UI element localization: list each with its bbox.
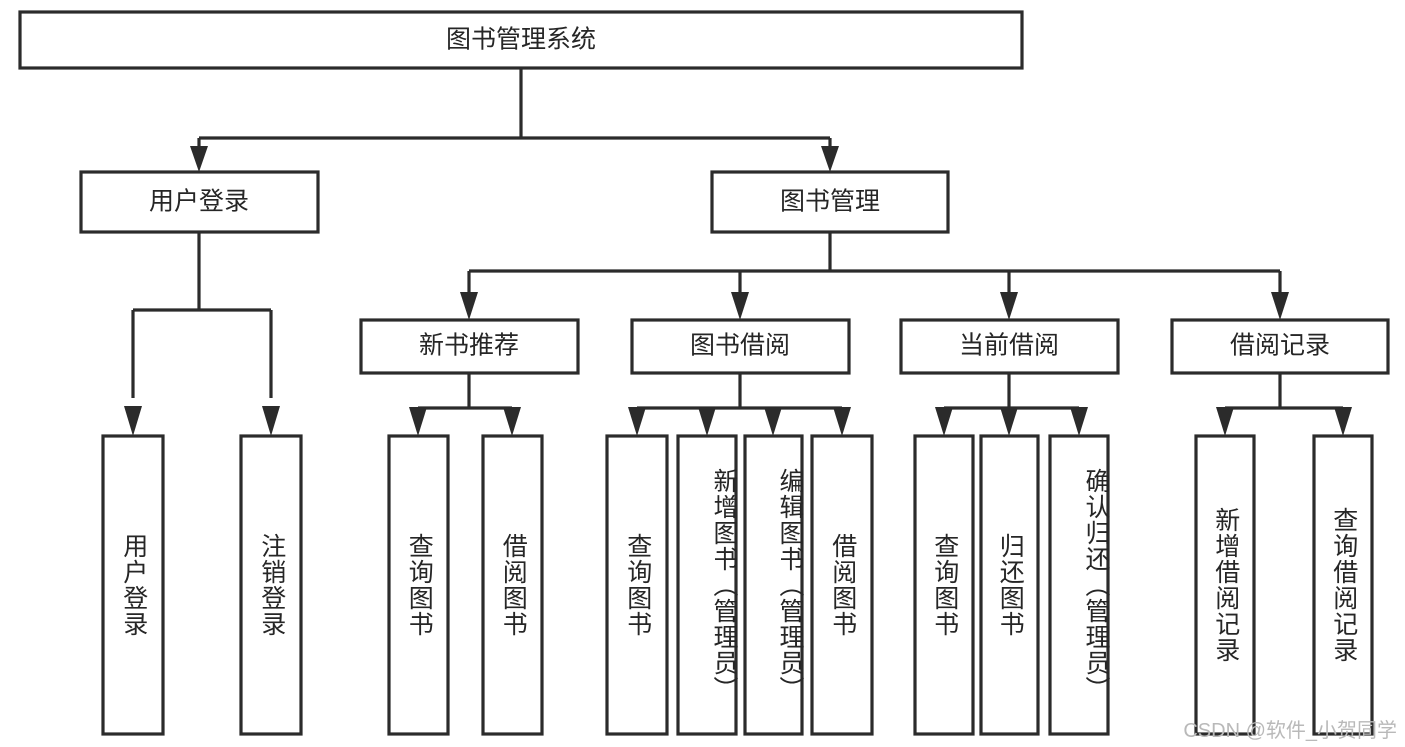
node-leaf-return-book[interactable] (979, 434, 1040, 736)
node-leaf-user-login[interactable] (101, 434, 165, 736)
arrowhead-leaf-borrow-book-1 (503, 407, 521, 436)
connector-group-root-to-level1 (197, 68, 832, 160)
node-current-borrow[interactable] (899, 318, 1120, 375)
node-leaf-query-book-2[interactable] (605, 434, 669, 736)
node-borrow-record-label: 借阅记录 (1230, 332, 1330, 360)
arrowhead-leaf-query-book-3 (935, 407, 953, 436)
arrowhead-to-new-book-rec (460, 292, 478, 320)
node-book-borrow[interactable] (630, 318, 851, 375)
node-new-book-rec[interactable] (359, 318, 580, 375)
node-leaf-logout[interactable] (239, 434, 303, 736)
arrowhead-leaf-query-record (1334, 407, 1352, 436)
arrowhead-to-book-borrow (731, 292, 749, 320)
arrowhead-leaf-return-book (1000, 407, 1018, 436)
node-leaf-borrow-book-1[interactable] (481, 434, 544, 736)
connector-group-borrowrecord-to-leaves (1223, 373, 1345, 418)
node-user-login-label: 用户登录 (149, 188, 249, 216)
arrowhead-to-current-borrow (1000, 292, 1018, 320)
node-new-book-rec-label: 新书推荐 (419, 332, 519, 360)
arrowhead-to-borrow-record (1271, 292, 1289, 320)
arrowhead-leaf-add-record (1216, 407, 1234, 436)
arrowhead-leaf-edit-book (764, 407, 782, 436)
node-leaf-add-record[interactable] (1194, 434, 1256, 736)
arrowhead-to-book-manage (821, 146, 839, 172)
arrowhead-leaf-logout (262, 406, 280, 436)
node-leaf-borrow-book-2[interactable] (810, 434, 874, 736)
connector-group-bookborrow-to-leaves (635, 373, 844, 418)
node-leaf-query-book-3[interactable] (913, 434, 975, 736)
node-book-borrow-label: 图书借阅 (690, 332, 790, 360)
arrowhead-to-user-login (190, 146, 208, 172)
arrowhead-leaf-query-book-1 (409, 407, 427, 436)
node-root-label: 图书管理系统 (446, 26, 596, 54)
node-leaf-query-book-1[interactable] (387, 434, 450, 736)
arrowhead-leaf-borrow-book-2 (833, 407, 851, 436)
node-leaf-query-record[interactable] (1312, 434, 1374, 736)
node-leaf-add-book[interactable] (676, 434, 738, 736)
node-current-borrow-label: 当前借阅 (959, 332, 1059, 360)
connector-group-newbookrec-to-leaves (416, 373, 514, 418)
arrowhead-leaf-query-book-2 (628, 407, 646, 436)
node-borrow-record[interactable] (1170, 318, 1390, 375)
arrowhead-leaf-user-login (124, 406, 142, 436)
node-user-login[interactable] (79, 170, 320, 234)
connector-group-bookmanage-to-level2 (467, 232, 1282, 294)
node-book-manage[interactable] (710, 170, 950, 234)
connector-group-userlogin-to-leaves (131, 232, 273, 398)
arrowhead-leaf-add-book (698, 407, 716, 436)
node-leaf-edit-book[interactable] (743, 434, 804, 736)
arrowhead-leaf-confirm-return (1070, 407, 1088, 436)
node-leaf-confirm-return[interactable] (1048, 434, 1110, 736)
node-book-manage-label: 图书管理 (780, 188, 880, 216)
node-root-book-management-system[interactable] (18, 10, 1024, 70)
